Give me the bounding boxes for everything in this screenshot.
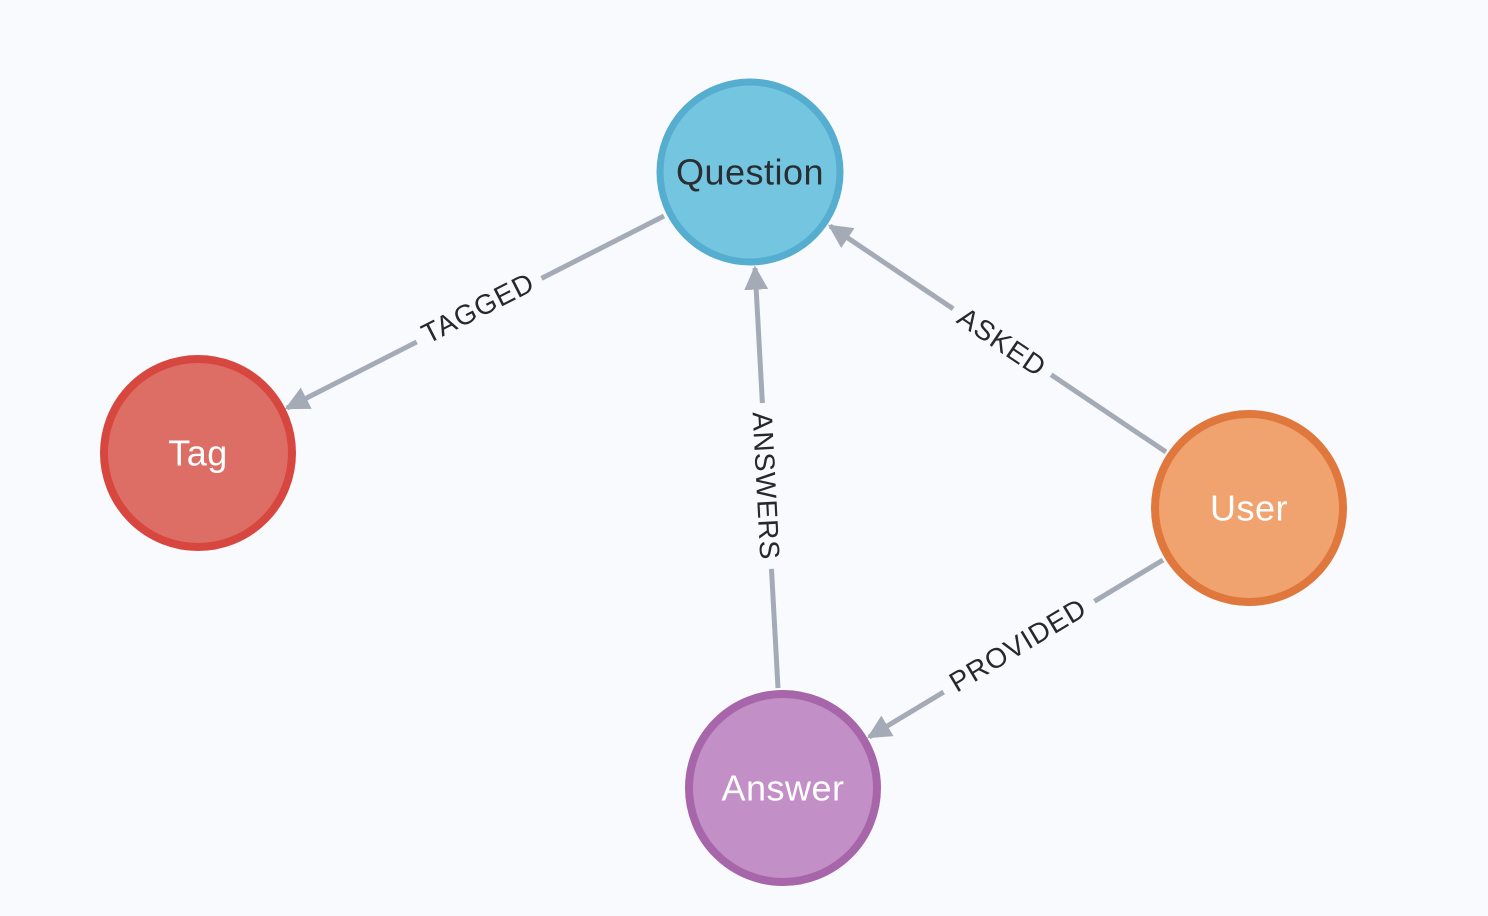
node-tag-label: Tag xyxy=(168,433,228,474)
node-question-circle[interactable] xyxy=(656,78,844,266)
node-tag[interactable]: Tag xyxy=(100,355,296,551)
node-user-circle[interactable] xyxy=(1151,410,1347,606)
relationship-answers[interactable]: ANSWERS xyxy=(743,265,789,689)
node-answer-circle[interactable] xyxy=(685,690,881,886)
node-answer[interactable]: Answer xyxy=(685,690,881,886)
relationship-asked-label-bg xyxy=(943,294,1061,390)
node-question-label: Question xyxy=(676,152,824,193)
relationship-tagged-label-bg xyxy=(407,260,549,356)
node-answer-label: Answer xyxy=(721,768,844,809)
node-tag-circle[interactable] xyxy=(100,355,296,551)
node-user[interactable]: User xyxy=(1151,410,1347,606)
node-user-label: User xyxy=(1210,488,1288,529)
node-question[interactable]: Question xyxy=(656,78,844,266)
relationship-provided-label-bg xyxy=(933,584,1103,706)
relationship-answers-label-bg xyxy=(743,402,789,570)
